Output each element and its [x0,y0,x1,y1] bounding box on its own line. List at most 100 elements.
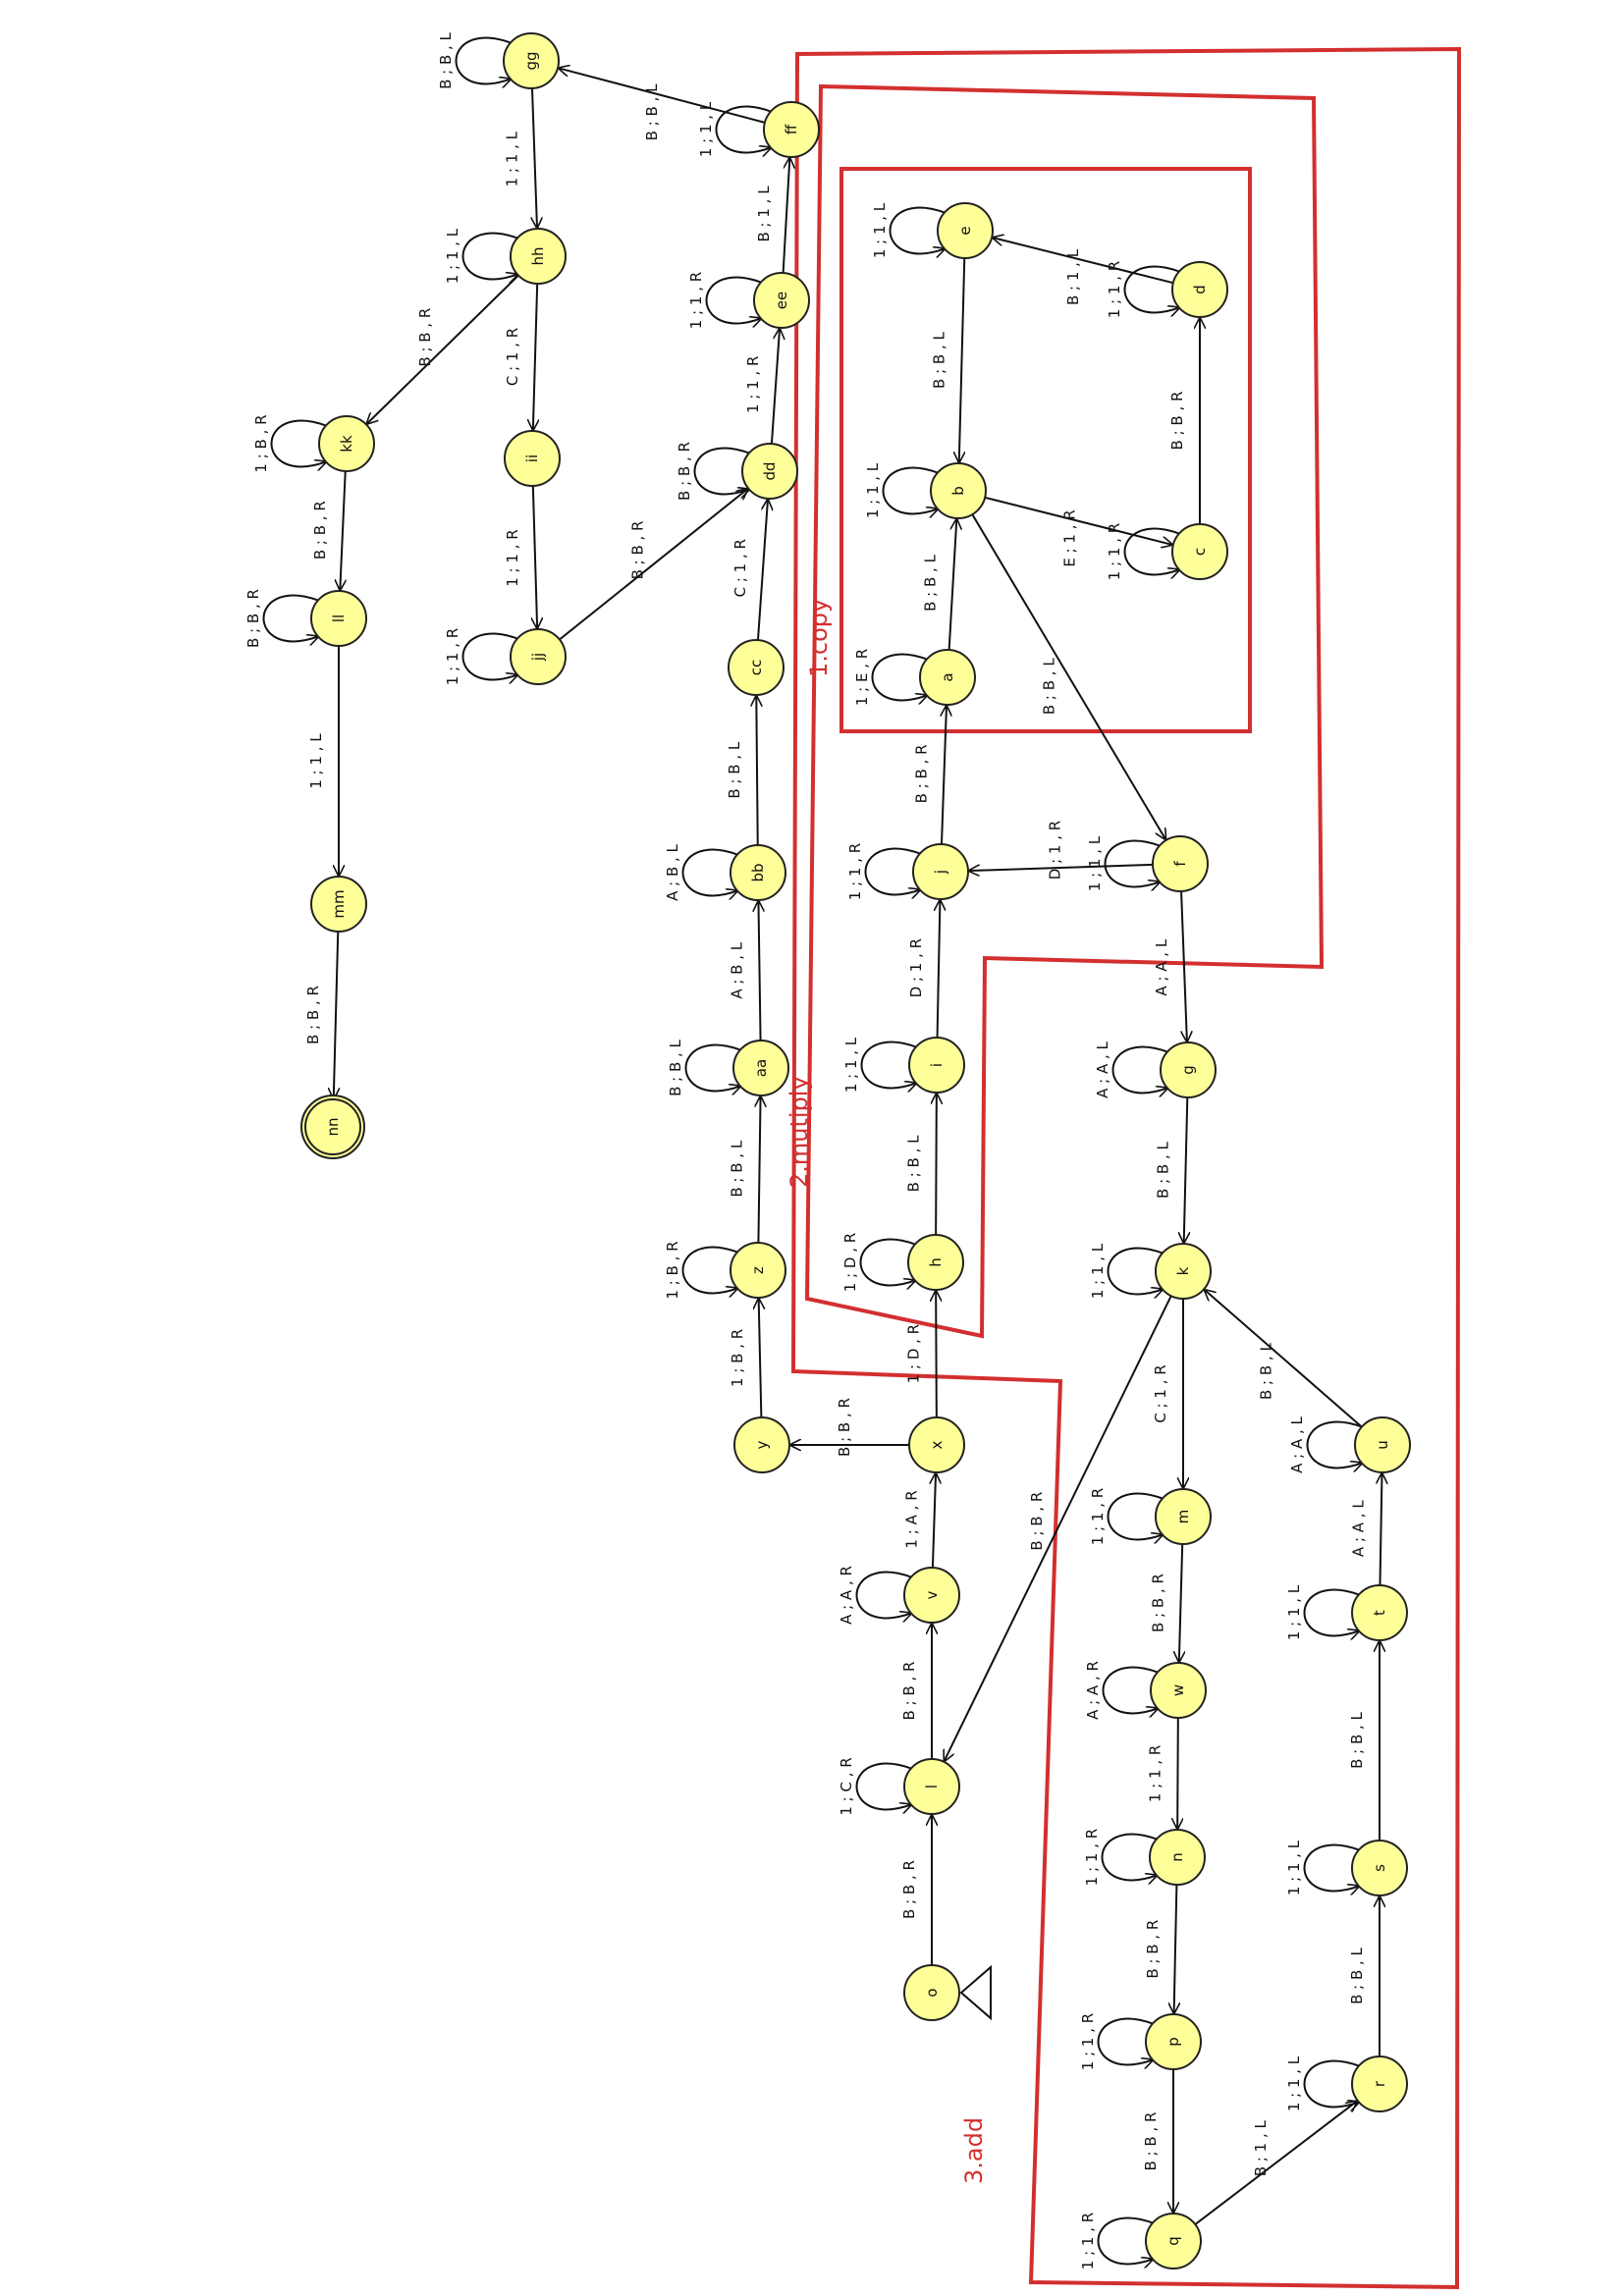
state-circle [908,1037,965,1094]
state-a[interactable]: a [919,649,976,706]
loop-u [1306,1420,1363,1468]
transition-t-t: 1 ; 1 , L [1285,1584,1359,1640]
state-u[interactable]: u [1354,1416,1411,1473]
state-circle [907,1234,964,1291]
edge-ee-ff [782,158,790,274]
edge-f-j [969,863,1154,871]
state-cc[interactable]: cc [728,639,785,696]
state-q[interactable]: q [1145,2213,1202,2269]
state-dd[interactable]: dd [741,443,798,500]
state-circle [1152,835,1209,892]
transition-o-l: B ; B , R [900,1815,932,1965]
state-s[interactable]: s [1351,1840,1408,1896]
state-t[interactable]: t [1351,1584,1408,1641]
transition-label: B ; B , L [643,83,661,140]
state-label: i [928,1063,946,1067]
transition-label: B ; B , R [836,1398,853,1457]
transition-aa-bb: A ; B , L [729,901,761,1041]
state-circle [1145,2013,1202,2070]
state-z[interactable]: z [730,1242,786,1299]
edge-z-aa [758,1096,760,1244]
state-c[interactable]: c [1171,523,1228,580]
transition-label: 1 ; 1 , L [842,1037,860,1093]
edge-ii-jj [533,485,537,628]
state-label: x [928,1440,946,1449]
transition-label: B ; B , L [667,1039,684,1095]
state-label: o [923,1988,941,1997]
transition-label: B ; B , R [1028,1492,1046,1551]
transition-ee-ff: B ; 1 , L [755,158,790,274]
state-aa[interactable]: aa [732,1040,789,1096]
edges-layer: B ; B , R1 ; C , RB ; B , RA ; A , R1 ; … [244,31,1381,2269]
state-ff[interactable]: ff [763,101,820,158]
state-mm[interactable]: mm [310,876,367,933]
state-ii[interactable]: ii [504,430,561,487]
state-nn[interactable]: nn [300,1095,365,1159]
state-l[interactable]: l [903,1758,960,1815]
state-e[interactable]: e [937,202,994,259]
state-f[interactable]: f [1152,835,1209,892]
loop-z [681,1246,738,1294]
state-i[interactable]: i [908,1037,965,1094]
transition-x-y: B ; B , R [790,1398,909,1457]
transition-label: B ; B , R [1168,392,1186,451]
transition-label: B ; B , R [900,1662,918,1721]
state-gg[interactable]: gg [503,32,560,89]
state-m[interactable]: m [1155,1488,1212,1545]
state-o[interactable]: o [903,1964,960,2021]
transition-label: 1 ; 1 , L [871,202,889,258]
state-circle [1149,1829,1206,1886]
state-v[interactable]: v [903,1567,960,1624]
state-ll[interactable]: ll [310,590,367,647]
transition-i-i: 1 ; 1 , L [842,1037,916,1093]
transition-label: A ; A , L [1094,1041,1111,1097]
transition-m-w: B ; B , R [1150,1543,1183,1662]
state-bb[interactable]: bb [730,844,786,901]
transition-a-a: 1 ; E , R [853,649,927,706]
state-r[interactable]: r [1351,2056,1408,2112]
state-g[interactable]: g [1160,1041,1217,1098]
state-n[interactable]: n [1149,1829,1206,1886]
state-w[interactable]: w [1150,1662,1207,1719]
transition-dd-dd: B ; B , R [676,442,749,501]
state-b[interactable]: b [930,462,987,519]
transition-label: B ; B , R [913,744,931,803]
state-circle [1155,1243,1212,1300]
transition-label: 1 ; 1 , R [1079,2213,1097,2269]
edge-mm-nn [334,931,338,1098]
region-add [790,46,1462,2290]
transition-f-g: A ; A , L [1153,890,1187,1041]
transition-p-p: 1 ; 1 , R [1079,2013,1153,2070]
transition-gg-gg: B ; B , L [437,31,511,89]
state-label: m [1174,1510,1192,1524]
edge-hh-kk [367,274,519,424]
state-circle [730,844,786,901]
state-ee[interactable]: ee [753,272,810,329]
loop-i [860,1041,917,1089]
state-k[interactable]: k [1155,1243,1212,1300]
state-h[interactable]: h [907,1234,964,1291]
state-kk[interactable]: kk [318,415,375,472]
transition-label: 1 ; 1 , L [307,733,325,789]
state-x[interactable]: x [908,1416,965,1473]
state-j[interactable]: j [912,843,969,900]
transition-z-aa: B ; B , L [729,1096,761,1244]
state-jj[interactable]: jj [510,628,567,685]
transition-k-m: C ; 1 , R [1152,1299,1183,1488]
state-circle [510,628,567,685]
state-label: ll [330,614,348,622]
state-y[interactable]: y [733,1416,790,1473]
transition-label: B ; 1 , L [755,186,773,242]
transition-label: C ; 1 , R [1152,1364,1169,1422]
state-circle [310,590,367,647]
edge-g-k [1184,1096,1188,1243]
transition-ii-jj: 1 ; 1 , R [504,485,537,628]
edge-m-w [1179,1543,1182,1662]
state-p[interactable]: p [1145,2013,1202,2070]
transition-label: B ; B , R [1150,1574,1167,1632]
state-d[interactable]: d [1171,261,1228,318]
transition-kk-kk: 1 ; B , R [252,414,326,473]
state-label: d [1191,285,1209,294]
transition-ff-gg: B ; B , L [559,68,766,140]
state-hh[interactable]: hh [510,228,567,285]
